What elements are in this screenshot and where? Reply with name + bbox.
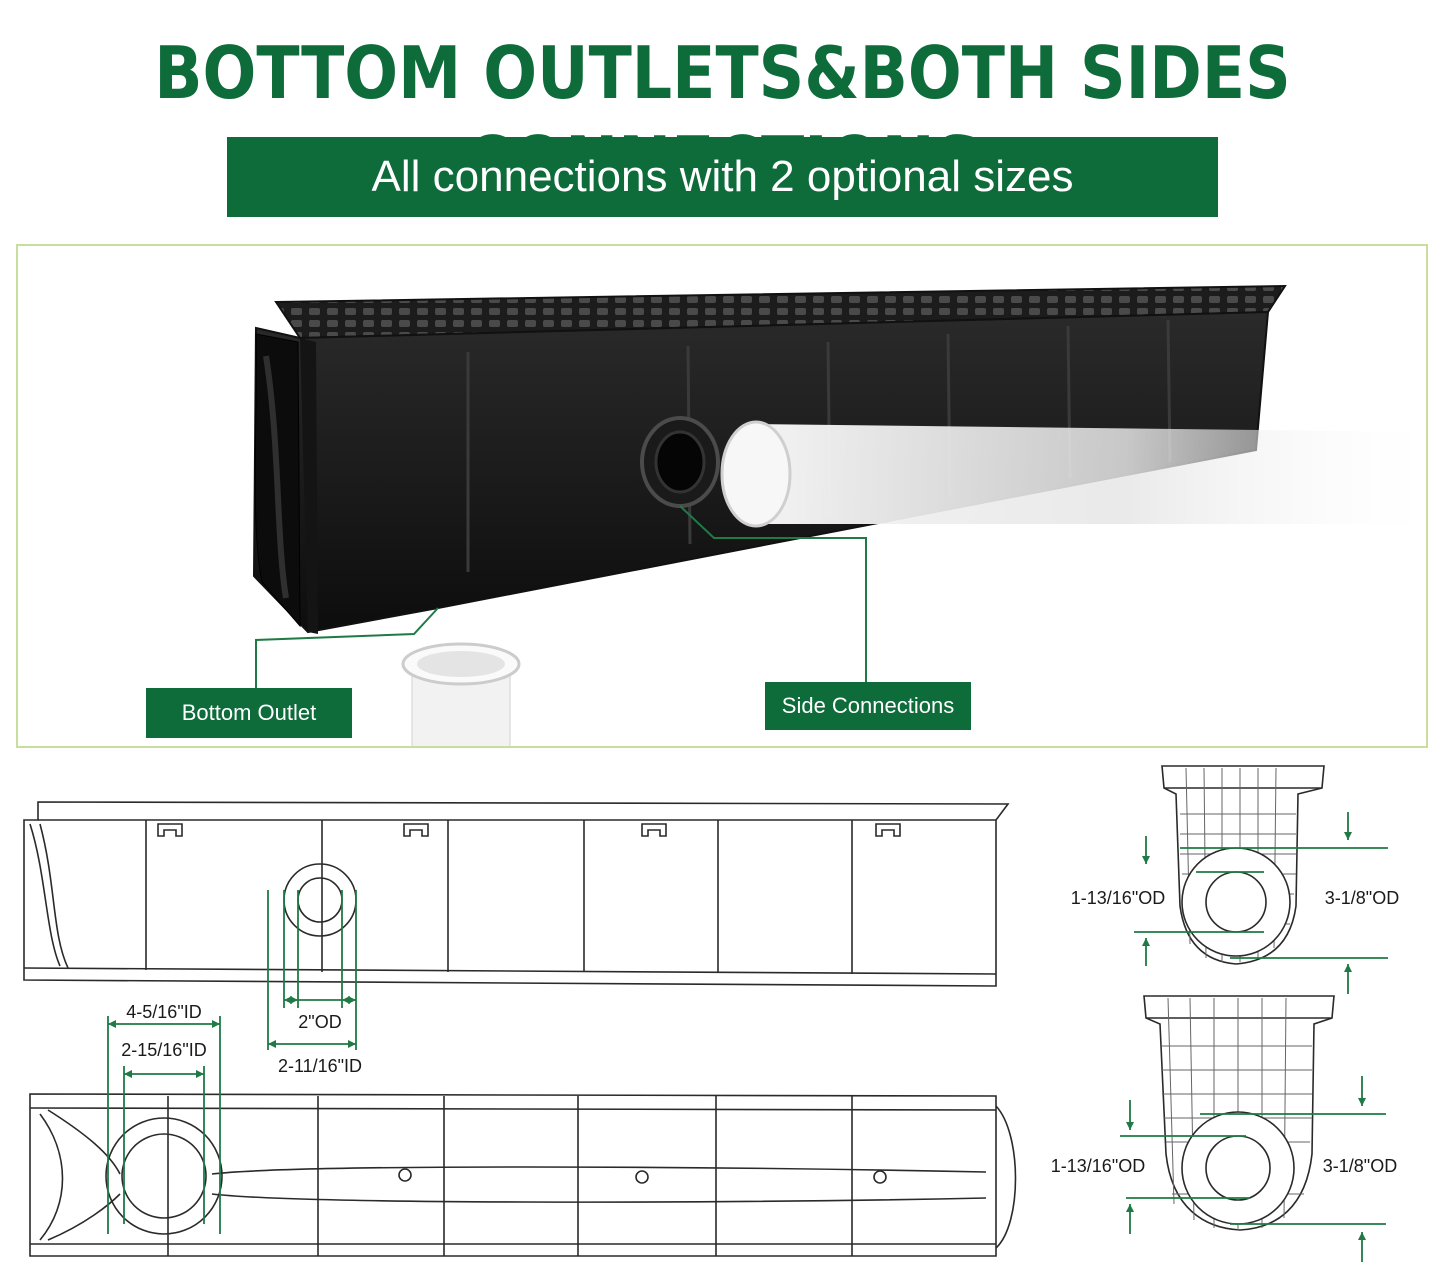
dim-end-large-od-bottom: 3-1/8"OD — [1323, 1156, 1397, 1176]
dim-end-small-od-top: 1-13/16"OD — [1071, 888, 1165, 908]
dim-bottom-id-small: 2-15/16"ID — [121, 1040, 206, 1060]
end-profile-top — [1161, 765, 1325, 965]
side-connection-leader — [679, 505, 867, 684]
dim-end-large-od-top: 3-1/8"OD — [1325, 888, 1399, 908]
bottom-outlet-outer — [105, 1117, 223, 1235]
dim-end-small-od-bottom: 1-13/16"OD — [1051, 1156, 1145, 1176]
dim-bottom-id-large: 4-5/16"ID — [126, 1002, 201, 1022]
bottom-plan-outline — [29, 1093, 997, 1257]
side-socket-inner — [297, 877, 343, 923]
side-elevation-outline — [23, 801, 1010, 987]
dim-side-id: 2-11/16"ID — [278, 1056, 362, 1076]
side-elevation-ribs — [145, 820, 853, 974]
bottom-plan-ribs — [167, 1096, 853, 1256]
side-pipe — [753, 424, 1426, 524]
bottom-outlet-inner — [121, 1133, 207, 1219]
end-profile-bottom — [1143, 995, 1335, 1231]
subtitle-banner: All connections with 2 optional sizes — [227, 137, 1218, 217]
side-elevation-clips — [157, 823, 901, 837]
side-socket-outer — [283, 863, 357, 937]
product-photo-frame — [16, 244, 1428, 748]
technical-drawings: 2"OD 2-11/16"ID 4-5/16"ID 2-15/16"ID 1-1… — [23, 765, 1399, 1262]
side-connections-label: Side Connections — [765, 682, 971, 730]
bottom-outlet-leader — [255, 607, 439, 692]
product-illustration — [252, 284, 1426, 746]
side-pipe-end — [720, 420, 792, 528]
dim-side-od: 2"OD — [298, 1012, 341, 1032]
bottom-outlet-label: Bottom Outlet — [146, 688, 352, 738]
